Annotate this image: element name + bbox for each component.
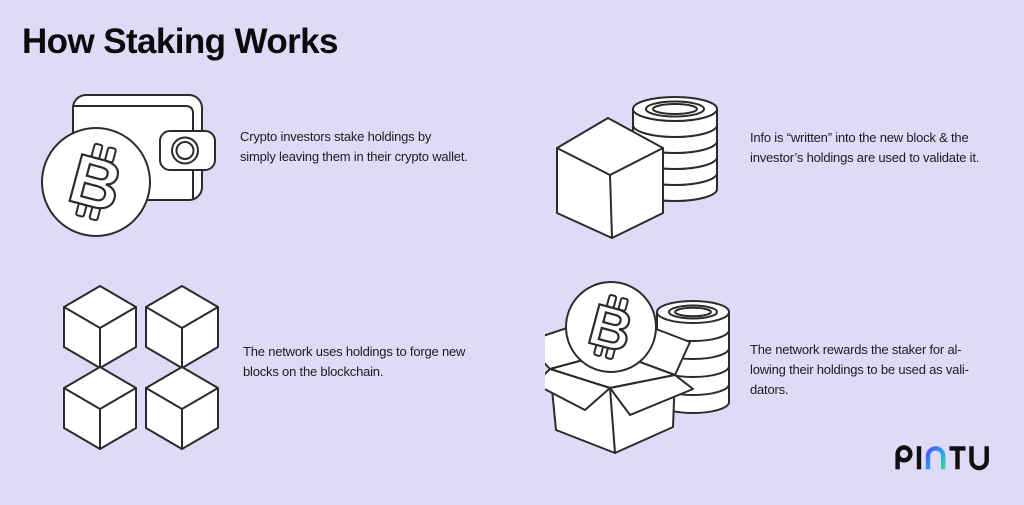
step-description-stake: Crypto investors stake holdings by simpl…: [240, 129, 468, 164]
logo-letter-u: [969, 446, 989, 471]
page-title: How Staking Works: [22, 22, 338, 61]
logo-letter-p: [895, 445, 913, 470]
pintu-logo: [895, 445, 989, 471]
cube-bottom-left: [63, 366, 137, 450]
open-box-front: [545, 368, 694, 454]
blockchain-cubes-icon: [63, 285, 219, 450]
logo-letter-n: [925, 446, 946, 470]
cube-top-left: [63, 285, 137, 369]
reward-box-icon: B: [545, 281, 730, 454]
step-description-forge: The network uses holdings to forge new b…: [243, 344, 466, 379]
bitcoin-coin: B: [41, 127, 151, 237]
cube-bottom-right: [145, 366, 219, 450]
wallet-bitcoin-icon: B: [41, 94, 216, 237]
step-description-reward: The network rewards the staker for al- l…: [750, 342, 969, 397]
block-coins-icon: [556, 96, 718, 239]
step-description-validate: Info is “written” into the new block & t…: [750, 130, 980, 165]
bitcoin-coin: B: [565, 281, 657, 373]
cube-top-right: [145, 285, 219, 369]
logo-letter-t: [949, 446, 966, 470]
block-cube: [556, 117, 664, 239]
